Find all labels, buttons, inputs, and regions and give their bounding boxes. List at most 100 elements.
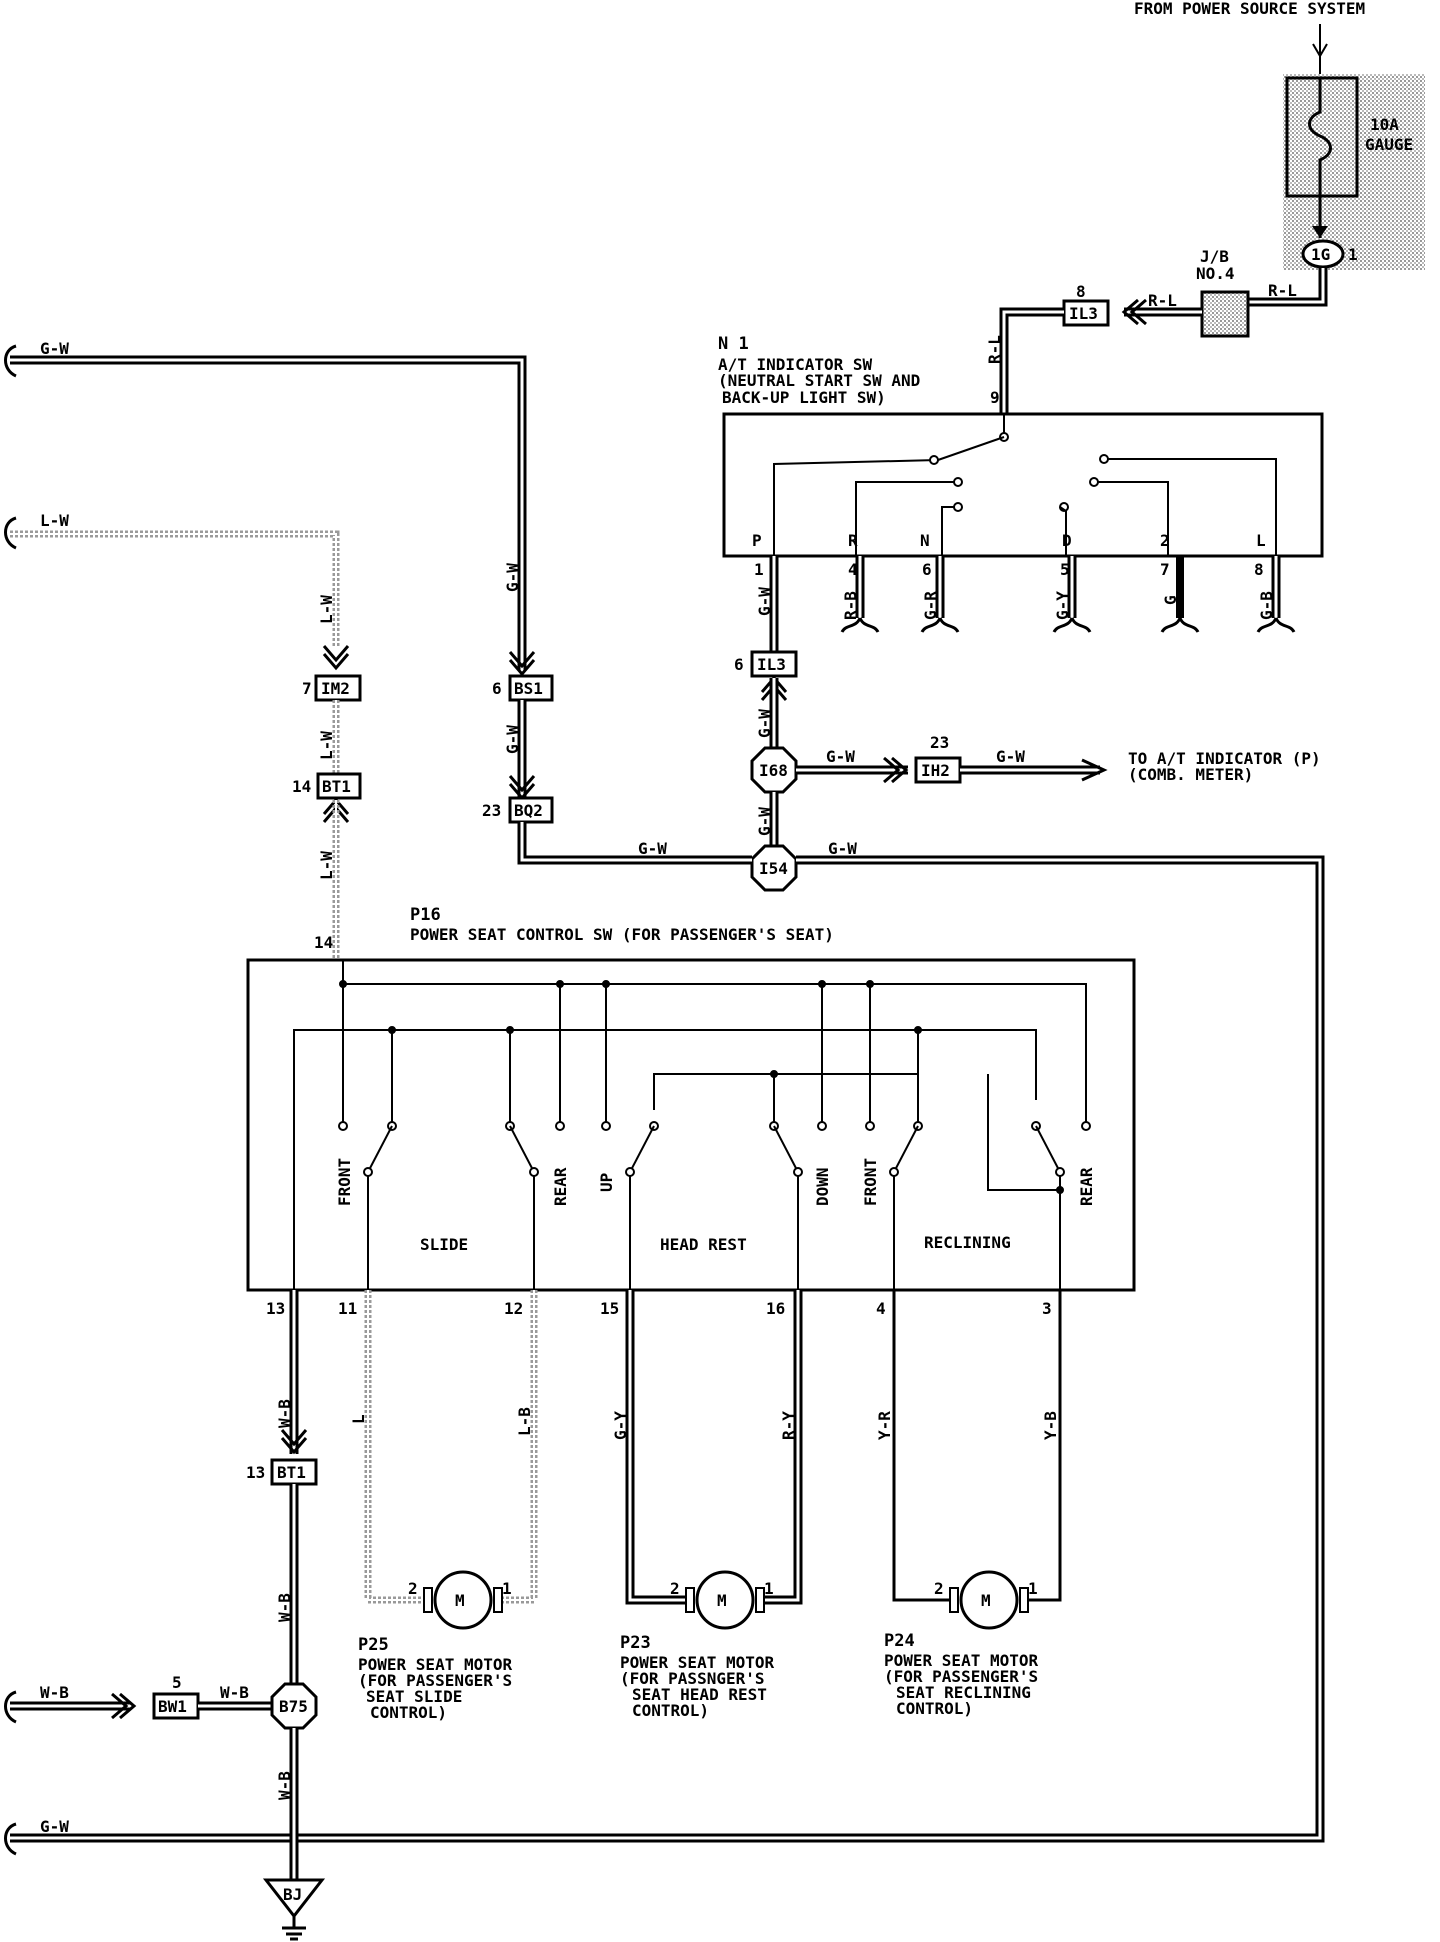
seat-switch-pin-labels: 13 11 12 15 16 4 3 [266,1299,1052,1318]
seat-switch-pin-14: 14 [314,933,333,952]
junction-block-connector [1200,290,1250,338]
wire-label-gw-top: G-W [40,339,69,358]
svg-text:1G: 1G [1311,245,1330,264]
svg-text:SEAT SLIDE: SEAT SLIDE [366,1687,462,1706]
seat-switch-contact-labels: FRONT REAR UP DOWN FRONT REAR [335,1158,1096,1206]
svg-text:DOWN: DOWN [813,1167,832,1206]
svg-text:5: 5 [1060,560,1070,579]
wire-label-rb: R-B [841,591,860,620]
wire-label-gw-i54: G-W [755,807,774,836]
wire-label-yb: Y-B [1041,1411,1060,1440]
svg-text:IL3: IL3 [757,655,786,674]
motor-p24: M 2 1 [934,1570,1038,1630]
svg-text:BS1: BS1 [514,679,543,698]
svg-text:8: 8 [1254,560,1264,579]
wire-label-yr: Y-R [875,1411,894,1440]
svg-text:POWER SEAT MOTOR: POWER SEAT MOTOR [884,1651,1038,1670]
to-indicator-line2: (COMB. METER) [1128,765,1253,784]
svg-text:1: 1 [502,1579,512,1598]
wire-label-g: G [1161,595,1180,605]
connector-bt1-top: BT1 14 [292,772,362,800]
svg-text:(FOR PASSENGER'S: (FOR PASSENGER'S [358,1671,512,1690]
motor-p25: M 2 1 [408,1570,512,1630]
svg-text:13: 13 [266,1299,285,1318]
junction-i68-label: I68 [759,761,788,780]
seat-switch-internals [293,960,1091,1290]
connector-bw1: BW1 5 [152,1673,200,1720]
fuse-rating: 10A [1370,115,1399,134]
svg-text:BW1: BW1 [158,1697,187,1716]
junction-i54 [750,844,798,892]
indicator-switch-pin-9: 9 [990,388,1000,407]
svg-text:11: 11 [338,1299,357,1318]
seat-switch-id: P16 [410,905,441,925]
svg-text:L: L [1256,531,1266,550]
wire-label-l: L [349,1414,368,1424]
junction-i68 [750,746,798,794]
motor-p23-caption: P23 POWER SEAT MOTOR (FOR PASSNGER'S SEA… [620,1633,774,1720]
svg-text:(FOR PASSNGER'S: (FOR PASSNGER'S [620,1669,765,1688]
junction-b75-label: B75 [279,1697,308,1716]
wire-label-wb-2: W-B [275,1593,294,1622]
to-indicator-line1: TO A/T INDICATOR (P) [1128,749,1321,768]
svg-text:REAR: REAR [551,1167,570,1206]
power-source-arrow [1312,24,1328,76]
wire-label-gw-bq2: G-W [503,725,522,754]
svg-text:BT1: BT1 [322,777,351,796]
svg-text:M: M [981,1591,991,1610]
svg-text:6: 6 [492,679,502,698]
motor-p23: M 2 1 [670,1570,774,1630]
svg-text:16: 16 [766,1299,785,1318]
connector-il3-bottom: IL3 6 [734,650,798,678]
svg-text:13: 13 [246,1463,265,1482]
connector-il3-top: IL3 8 [1062,282,1110,327]
wire-label-ry: R-Y [779,1411,798,1440]
svg-text:N: N [920,531,930,550]
wire-label-gw-p: G-W [755,587,774,616]
svg-text:2: 2 [934,1579,944,1598]
wire-label-gb: G-B [1257,591,1276,620]
ground-symbol: BJ [262,1878,326,1941]
fuse-element [1308,78,1332,196]
indicator-switch-id: N 1 [718,334,749,354]
wire-label-rl-1: R-L [1268,281,1297,300]
svg-text:CONTROL): CONTROL) [632,1701,709,1720]
wire-label-wb-bw1: W-B [40,1683,69,1702]
wire-label-lw-p16: L-W [317,851,336,880]
wire-label-rl-2: R-L [1148,291,1177,310]
wire-label-gy: G-Y [611,1411,630,1440]
svg-text:BT1: BT1 [277,1463,306,1482]
junction-block-label-1: J/B [1200,247,1229,266]
motor-p25-caption: P25 POWER SEAT MOTOR (FOR PASSENGER'S SE… [358,1635,512,1722]
svg-text:7: 7 [302,679,312,698]
svg-text:1: 1 [1028,1579,1038,1598]
svg-text:4: 4 [848,560,858,579]
svg-text:M: M [717,1591,727,1610]
junction-i54-label: I54 [759,859,788,878]
indicator-switch-stub-wires [840,556,1296,633]
svg-text:2: 2 [1160,531,1170,550]
seat-switch-section-head-rest: HEAD REST [660,1235,747,1254]
wire-label-lw-top: L-W [40,511,69,530]
seat-switch-section-slide: SLIDE [420,1235,468,1254]
svg-text:P: P [752,531,762,550]
wire-label-gw-il3: G-W [755,709,774,738]
svg-text:8: 8 [1076,282,1086,301]
indicator-switch-line3: BACK-UP LIGHT SW) [722,388,886,407]
seat-switch-section-reclining: RECLINING [924,1233,1011,1252]
svg-text:1: 1 [1348,245,1358,264]
svg-text:CONTROL): CONTROL) [370,1703,447,1722]
indicator-switch-pin-labels: 1 4 6 5 7 8 [754,560,1264,579]
indicator-switch-internals [773,414,1277,556]
indicator-switch-position-labels: P R N D 2 L [752,531,1266,550]
wire-label-wb-1: W-B [275,1399,294,1428]
svg-text:POWER SEAT MOTOR: POWER SEAT MOTOR [358,1655,512,1674]
svg-text:7: 7 [1160,560,1170,579]
wire-label-gw-bs1: G-W [503,563,522,592]
svg-text:(FOR PASSENGER'S: (FOR PASSENGER'S [884,1667,1038,1686]
svg-text:2: 2 [408,1579,418,1598]
connector-1g: 1G 1 [1301,239,1358,269]
svg-text:R: R [848,531,858,550]
svg-text:1: 1 [754,560,764,579]
